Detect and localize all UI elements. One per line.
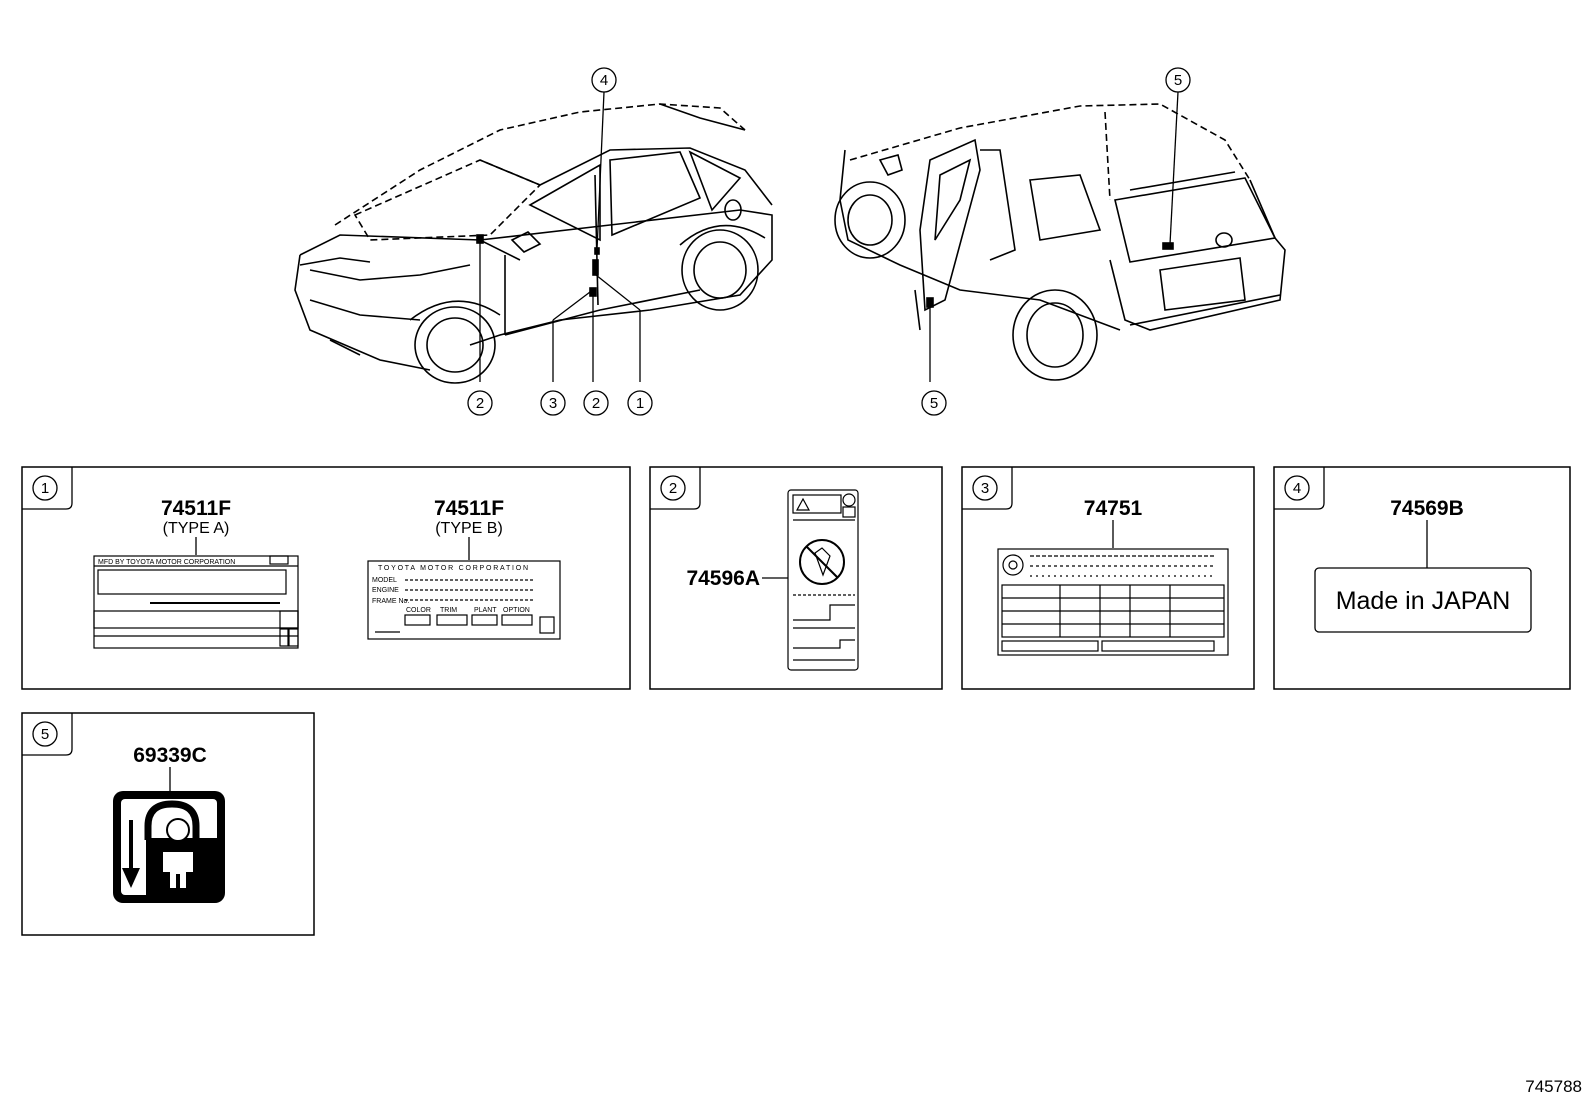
panel-5: 69339C	[113, 744, 225, 903]
part-number-74511f-b: 74511F	[434, 497, 504, 520]
type-b-col-plant: PLANT	[474, 607, 497, 614]
callout-rear-top: 5	[1174, 72, 1182, 89]
panel-4: 74569B Made in JAPAN	[1314, 497, 1532, 633]
panel-1: 74511F (TYPE A) MFD BY TOYOTA MOTOR CORP…	[93, 497, 561, 649]
callout-front-top: 4	[600, 72, 608, 89]
sticker-type-b	[367, 560, 561, 640]
callout-circles	[467, 67, 1191, 416]
type-b-col-color: COLOR	[406, 607, 431, 614]
panel-1-index: 1	[41, 480, 49, 497]
panel-index-tabs	[22, 467, 1325, 756]
type-b-label: (TYPE B)	[435, 520, 503, 537]
front-car-illustration	[294, 103, 773, 384]
panel-4-index: 4	[1293, 480, 1301, 497]
callout-front-bottom-3: 2	[592, 395, 600, 412]
part-number-74596a: 74596A	[686, 567, 760, 590]
type-b-row-model: MODEL	[372, 577, 397, 584]
rear-leader-lines	[929, 91, 1179, 382]
panel-2: 74596A	[686, 489, 859, 671]
sticker-type-a	[93, 555, 299, 649]
part-number-74511f-a: 74511F	[161, 497, 231, 520]
type-b-sticker-text: TOYOTA MOTOR CORPORATION	[378, 565, 528, 572]
panel-3: 74751	[997, 497, 1229, 656]
rear-car-illustration	[834, 103, 1286, 381]
diagram-reference-number: 745788	[1525, 1077, 1582, 1096]
front-leader-lines	[479, 91, 641, 382]
panel-2-index: 2	[669, 480, 677, 497]
part-number-74569b: 74569B	[1390, 497, 1464, 520]
callout-front-bottom-1: 2	[476, 395, 484, 412]
child-lock-icon	[113, 791, 225, 903]
sticker-74751	[997, 548, 1229, 656]
type-a-label: (TYPE A)	[163, 520, 230, 537]
type-b-row-engine: ENGINE	[372, 587, 399, 594]
type-b-col-option: OPTION	[503, 607, 530, 614]
sticker-74596a	[787, 489, 859, 671]
panel-3-index: 3	[981, 480, 989, 497]
type-a-sticker-text: MFD BY TOYOTA MOTOR CORPORATION	[98, 559, 235, 566]
made-in-japan-text: Made in JAPAN	[1336, 587, 1511, 615]
callout-front-bottom-2: 3	[549, 395, 557, 412]
type-b-row-frame: FRAME No.	[372, 598, 409, 605]
type-b-col-trim: TRIM	[440, 607, 457, 614]
part-number-74751: 74751	[1084, 497, 1143, 520]
panel-frames	[21, 466, 1571, 936]
panel-5-index: 5	[41, 726, 49, 743]
sticker-74569b	[1314, 567, 1532, 633]
callout-front-bottom-4: 1	[636, 395, 644, 412]
part-number-69339c: 69339C	[133, 744, 207, 767]
callout-rear-bottom: 5	[930, 395, 938, 412]
